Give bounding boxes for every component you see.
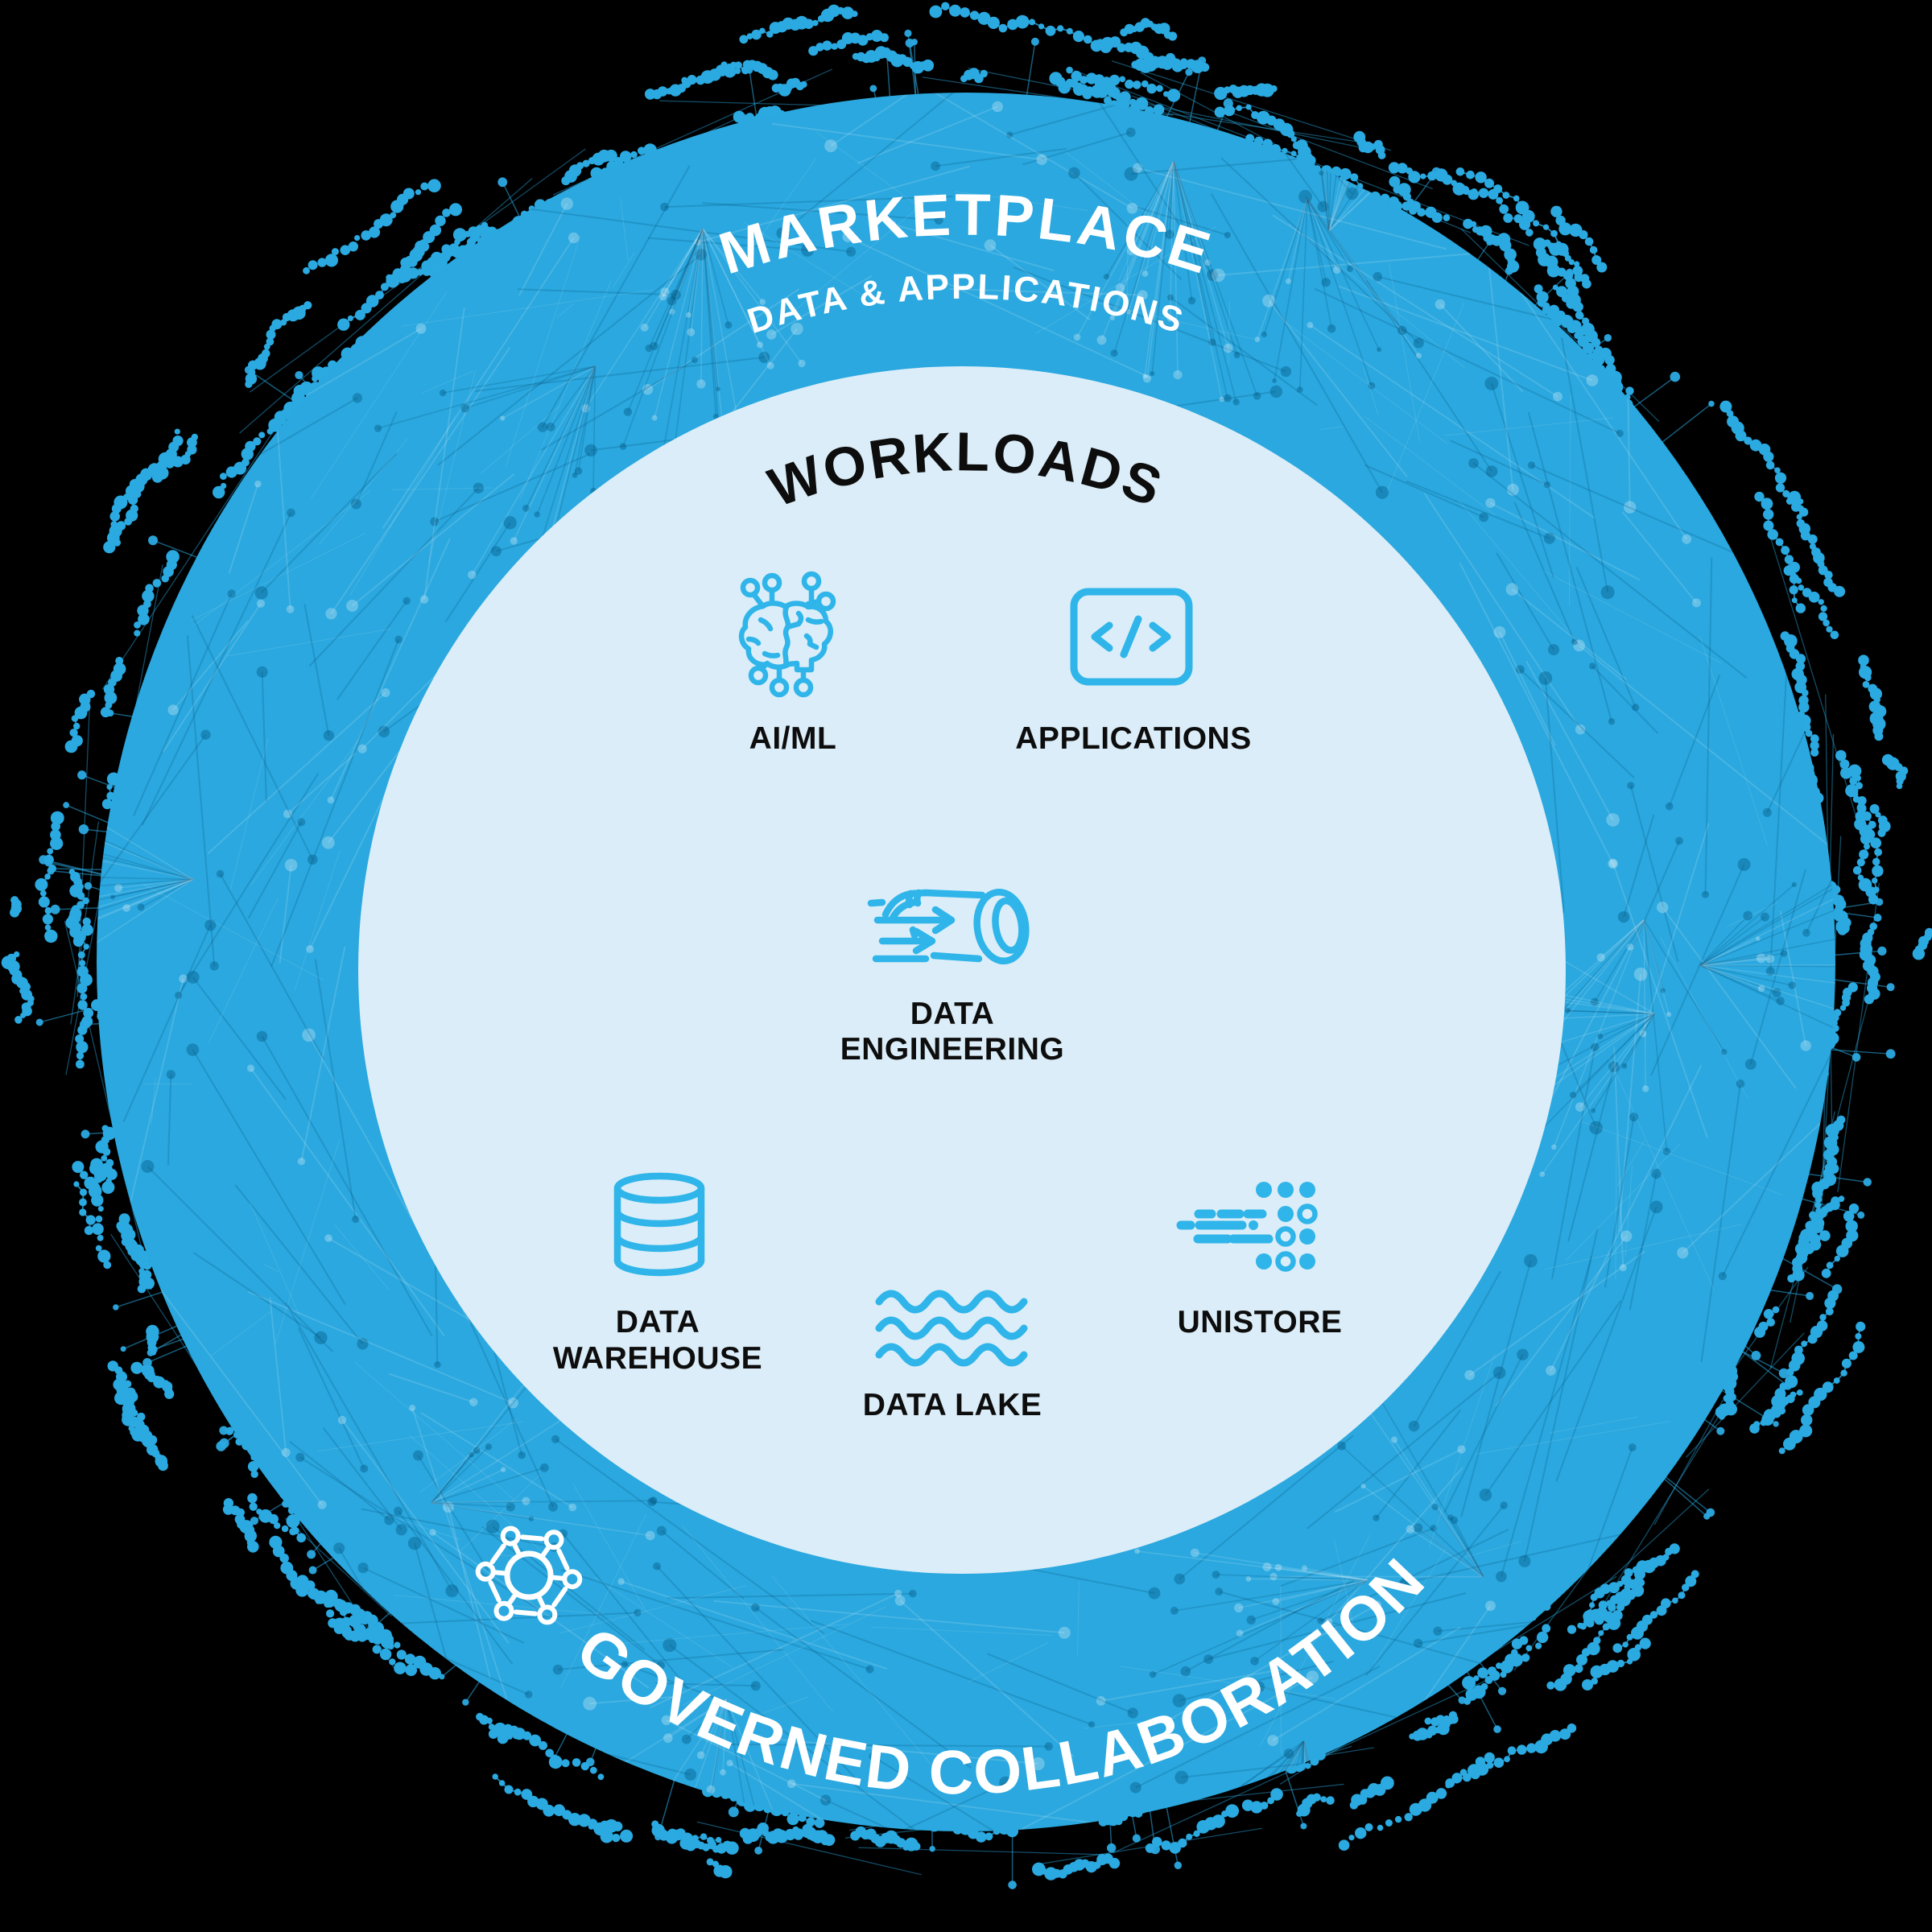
workload-label-data-warehouse-line2: WAREHOUSE [553,1341,762,1376]
workload-label-ai-ml: AI/ML [749,721,837,756]
workload-label-data-warehouse-line1: DATA [616,1305,700,1340]
workload-label-data-lake: DATA LAKE [863,1388,1042,1422]
workload-item-applications: APPLICATIONS [1015,588,1251,756]
governed-collaboration-network-icon [475,1525,583,1625]
workload-item-data-lake: DATA LAKE [863,1290,1042,1422]
code-window-icon [1070,588,1193,686]
workload-item-data-engineering: DATA ENGINEERING [840,888,1065,1067]
workload-label-applications: APPLICATIONS [1015,721,1251,756]
brain-circuit-icon [738,571,836,698]
workload-item-unistore: UNISTORE [1176,1182,1343,1340]
data-pipeline-icon [867,888,1030,965]
workload-item-ai-ml: AI/ML [738,571,837,756]
dots-grid-speed-icon [1176,1182,1318,1272]
workload-label-unistore: UNISTORE [1178,1305,1343,1340]
database-cylinder-icon [613,1172,705,1277]
workload-label-data-engineering-line1: DATA [910,997,995,1031]
workload-label-data-engineering-line2: ENGINEERING [840,1032,1065,1067]
workload-item-data-warehouse: DATA WAREHOUSE [553,1172,762,1376]
water-waves-icon [875,1290,1028,1367]
